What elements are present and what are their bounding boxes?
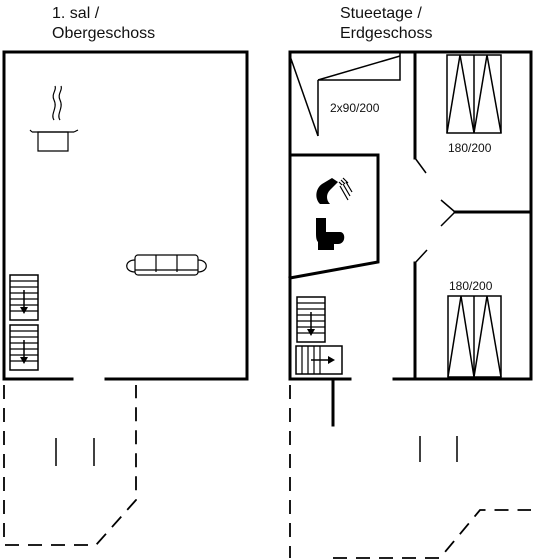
stairs-icon [295, 296, 343, 375]
bed-label-double-bottom: 180/200 [449, 279, 493, 293]
upper-floor-title: 1. sal / Obergeschoss [52, 5, 155, 42]
ground-floor-title-line2: Erdgeschoss [340, 25, 433, 42]
double-bed-top-icon [446, 54, 502, 134]
upper-floor-title-line2: Obergeschoss [52, 25, 155, 42]
ground-floor-title-line1: Stueetage / [340, 5, 422, 22]
upper-terrace [3, 385, 137, 546]
double-bed-bottom-icon [447, 295, 502, 378]
toilet-icon [316, 218, 345, 250]
interior-walls [288, 50, 533, 427]
stairs-icon [9, 274, 39, 371]
ground-floor: 2x90/200 180/200 180/200 [288, 50, 533, 559]
sofa-icon [126, 254, 207, 276]
shower-icon [316, 177, 353, 204]
bed-label-double-top: 180/200 [448, 141, 492, 155]
ground-floor-title: Stueetage / Erdgeschoss [340, 5, 433, 42]
upper-floor-walls [2, 50, 249, 381]
door-swings [414, 157, 456, 264]
bunk-bed-icon [289, 52, 401, 137]
ground-floor-walls [288, 50, 533, 381]
bed-label-bunk: 2x90/200 [330, 101, 380, 115]
ground-terrace [289, 385, 531, 559]
upper-floor-title-line1: 1. sal / [52, 5, 100, 22]
cooking-pot-icon [29, 85, 79, 152]
upper-floor [2, 50, 249, 546]
